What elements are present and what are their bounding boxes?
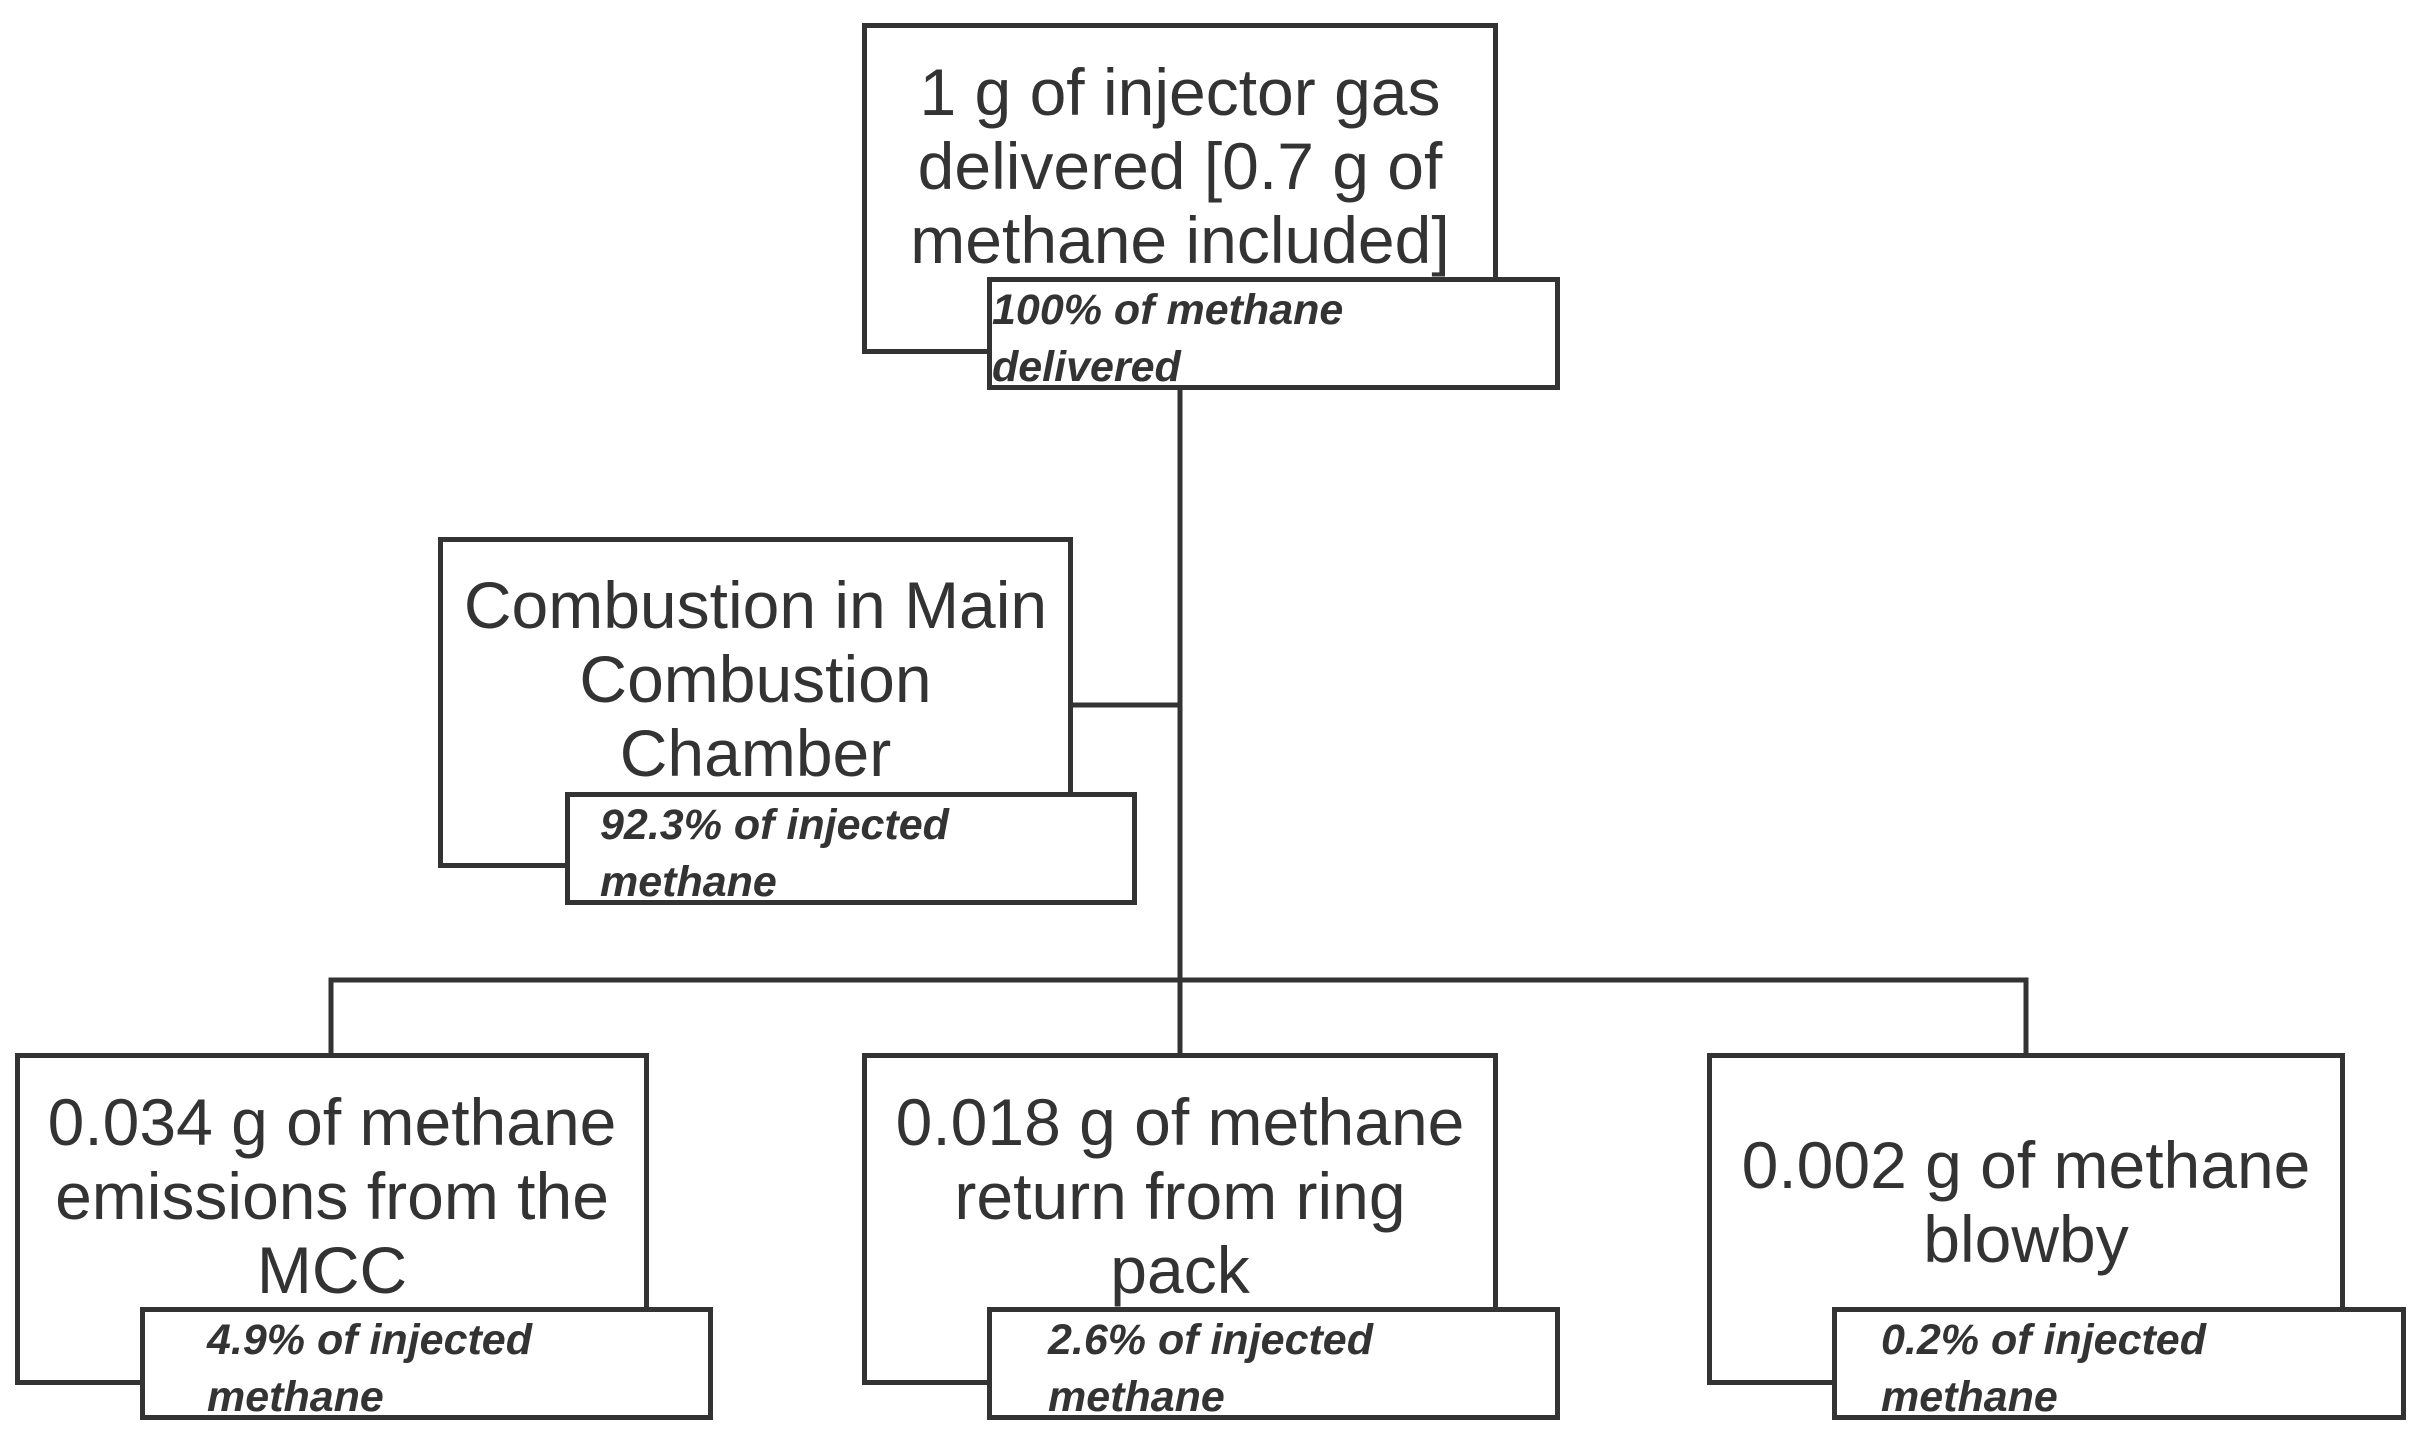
leaf-node-mcc-emissions-percentage-label: 4.9% of injected methane (207, 1316, 532, 1420)
leaf-node-mcc-emissions-label: 0.034 g of methane emissions from the MC… (47, 1085, 617, 1307)
leaf-node-ring-pack-return-percentage-label: 2.6% of injected methane (1048, 1316, 1373, 1420)
root-node-label: 1 g of injector gas delivered [0.7 g of … (910, 55, 1450, 277)
leaf-node-ring-pack-return-percentage-tag: 2.6% of injected methane (987, 1307, 1560, 1420)
combustion-node-label: Combustion in Main Combustion Chamber (463, 568, 1048, 790)
leaf-node-mcc-emissions-percentage-tag: 4.9% of injected methane (140, 1307, 713, 1420)
leaf-node-blowby-label: 0.002 g of methane blowby (1741, 1128, 2311, 1276)
leaf-node-blowby-percentage-label: 0.2% of injected methane (1881, 1316, 2206, 1420)
root-node-percentage-tag: 100% of methane delivered (987, 277, 1560, 390)
combustion-node-percentage-tag: 92.3% of injected methane (565, 792, 1137, 905)
combustion-node-percentage-label: 92.3% of injected methane (600, 801, 949, 905)
root-node-percentage-label: 100% of methane delivered (992, 286, 1344, 390)
leaf-node-blowby-percentage-tag: 0.2% of injected methane (1832, 1307, 2406, 1420)
leaf-node-ring-pack-return-label: 0.018 g of methane return from ring pack (895, 1085, 1465, 1307)
root-node: 1 g of injector gas delivered [0.7 g of … (862, 23, 1498, 354)
